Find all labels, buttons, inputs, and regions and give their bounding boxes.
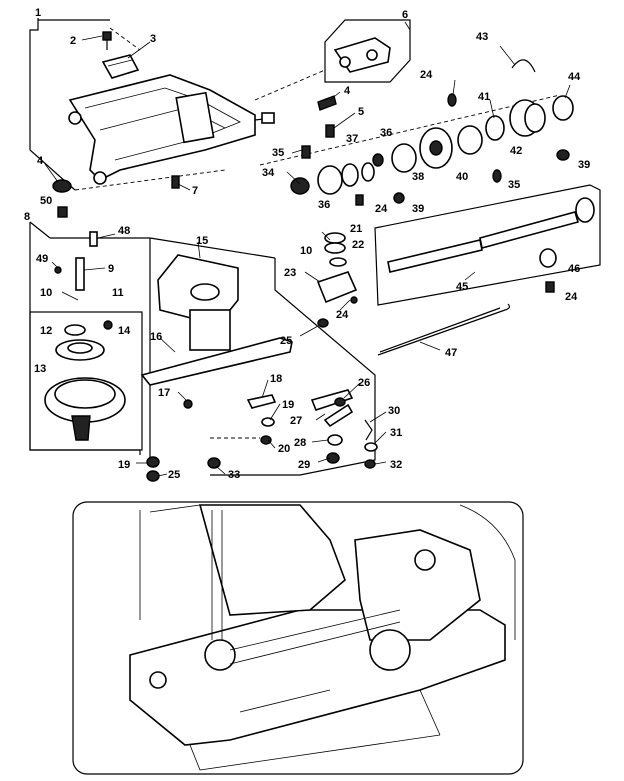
label-6: 6	[402, 9, 408, 21]
label-11: 11	[112, 287, 124, 299]
label-14: 14	[118, 325, 131, 337]
label-7: 7	[192, 185, 198, 197]
label-24-cluster: 24	[336, 309, 349, 321]
label-32: 32	[390, 459, 402, 471]
screw-5	[325, 124, 335, 138]
label-36-left: 36	[318, 199, 330, 211]
label-35-right: 35	[508, 179, 520, 191]
label-38: 38	[412, 171, 424, 183]
label-13: 13	[34, 363, 46, 375]
group-6-box	[254, 19, 411, 101]
label-4-upper: 4	[344, 85, 351, 97]
label-48: 48	[118, 225, 130, 237]
label-5: 5	[358, 106, 364, 118]
label-26: 26	[358, 377, 370, 389]
label-18: 18	[270, 373, 282, 385]
label-9: 9	[108, 263, 114, 275]
label-41: 41	[478, 91, 490, 103]
label-22: 22	[352, 239, 364, 251]
bushing-4-left	[52, 179, 72, 193]
machine-overview	[72, 501, 524, 775]
label-46: 46	[568, 263, 580, 275]
label-44: 44	[568, 71, 581, 83]
label-40: 40	[456, 171, 468, 183]
label-24-mid: 24	[375, 203, 388, 215]
label-19-mid: 19	[282, 399, 294, 411]
label-23: 23	[284, 267, 296, 279]
screw-50	[57, 206, 68, 218]
label-17: 17	[158, 387, 170, 399]
label-33: 33	[228, 469, 240, 481]
label-24-right: 24	[565, 291, 578, 303]
label-49: 49	[36, 253, 48, 265]
group-45-shaft-box	[374, 184, 601, 306]
label-25-low: 25	[168, 469, 180, 481]
label-16: 16	[150, 331, 162, 343]
label-30: 30	[388, 405, 400, 417]
cluster-21-25	[316, 232, 358, 328]
holder-15	[157, 254, 239, 351]
callout-labels: 1 2 3 4 4 5 6 7 8 9 10 10 11 12 13 14 15…	[24, 7, 590, 481]
label-2: 2	[70, 35, 76, 47]
label-39-mid: 39	[412, 203, 424, 215]
bracket-3	[101, 54, 140, 79]
label-1: 1	[35, 7, 41, 19]
pin-4-upper	[317, 95, 337, 111]
label-15: 15	[196, 235, 208, 247]
label-31: 31	[390, 427, 402, 439]
screw-7	[171, 175, 180, 189]
label-45: 45	[456, 281, 468, 293]
label-28: 28	[294, 437, 306, 449]
label-10-left: 10	[40, 287, 52, 299]
label-3: 3	[150, 33, 156, 45]
label-10-right: 10	[300, 245, 312, 257]
label-29: 29	[298, 459, 310, 471]
label-37: 37	[346, 133, 358, 145]
label-50: 50	[40, 195, 52, 207]
label-39-right: 39	[578, 159, 590, 171]
group-11-hook-box	[29, 231, 143, 451]
label-43: 43	[476, 31, 488, 43]
label-20: 20	[278, 443, 290, 455]
label-34: 34	[262, 167, 275, 179]
label-12: 12	[40, 325, 52, 337]
leader-lines	[44, 21, 571, 477]
label-19-low: 19	[118, 459, 130, 471]
rod-47	[377, 303, 511, 356]
label-35-left: 35	[272, 147, 284, 159]
upper-arm-frame	[68, 74, 275, 185]
lever-16	[140, 337, 293, 409]
group-1-frame	[29, 18, 226, 191]
label-8: 8	[24, 211, 30, 223]
screw-2	[102, 31, 112, 50]
shaft-components	[259, 59, 574, 206]
label-36-top: 36	[380, 127, 392, 139]
label-24-shaft: 24	[420, 69, 433, 81]
label-47: 47	[445, 347, 457, 359]
label-25-cluster: 25	[280, 335, 292, 347]
label-4-left: 4	[37, 155, 44, 167]
cluster-18-32	[146, 389, 378, 482]
label-42: 42	[510, 145, 522, 157]
label-27: 27	[290, 415, 302, 427]
label-21: 21	[350, 223, 362, 235]
